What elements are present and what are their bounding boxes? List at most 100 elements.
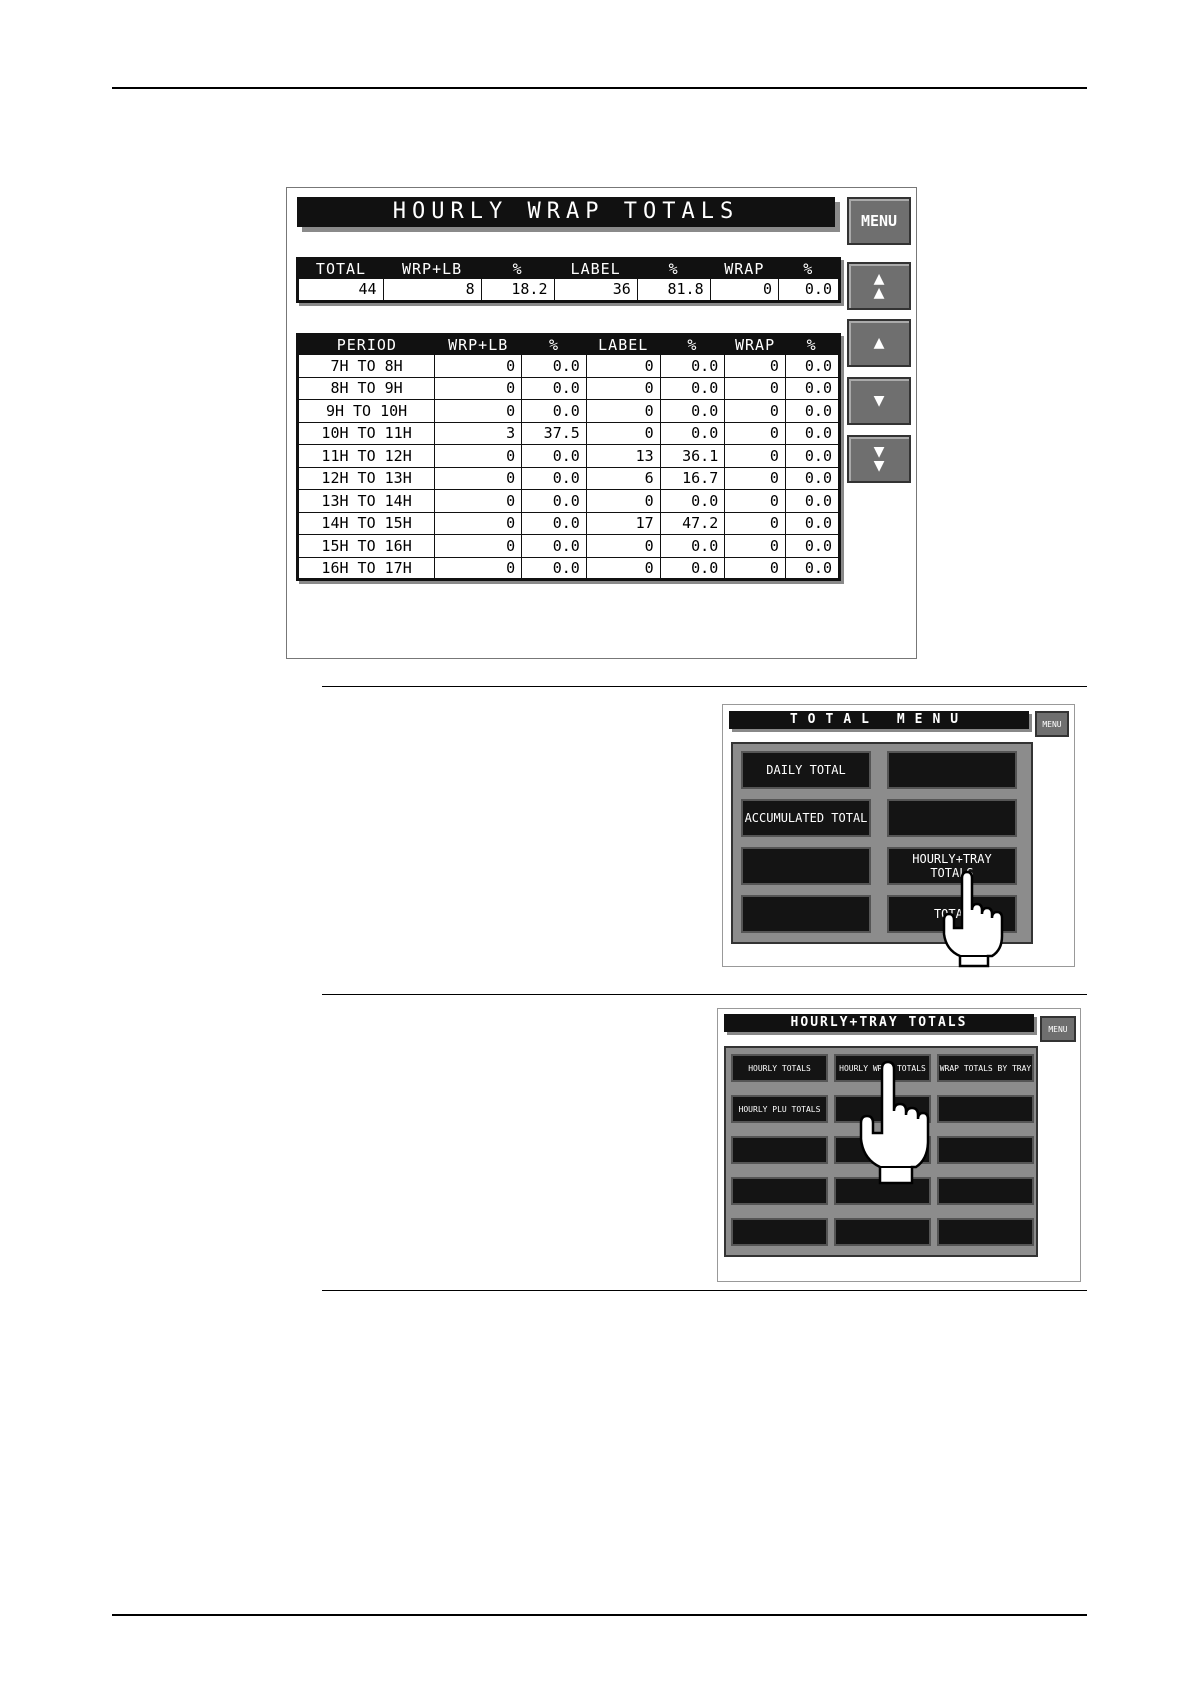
column-header: PERIOD — [297, 334, 435, 355]
column-header: WRP+LB — [434, 334, 522, 355]
menu-button-8[interactable] — [937, 1136, 1034, 1164]
table-cell: 0.0 — [521, 534, 587, 558]
table-cell: 0 — [585, 534, 661, 558]
table-cell: 0 — [724, 421, 786, 445]
table-cell: 0 — [585, 376, 661, 400]
table-cell: 0.0 — [659, 534, 726, 558]
table-cell: 16.7 — [659, 466, 726, 490]
table-cell: 6 — [585, 466, 661, 490]
table-cell: 0 — [434, 511, 523, 535]
table-cell: 0.0 — [521, 444, 587, 468]
menu-button-3[interactable] — [887, 799, 1017, 837]
menu-button[interactable]: MENU — [847, 197, 911, 245]
screen-title: HOURLY+TRAY TOTALS — [724, 1014, 1034, 1032]
menu-button[interactable]: MENU — [1040, 1016, 1076, 1042]
table-cell: 0.0 — [784, 511, 841, 535]
menu-button[interactable]: MENU — [1035, 711, 1069, 737]
line-up-button[interactable]: ▲ — [847, 319, 911, 367]
summary-cell: 0.0 — [778, 278, 840, 302]
period-label: 8H TO 9H — [296, 376, 436, 400]
table-cell: 0 — [585, 489, 661, 513]
summary-cell: 8 — [382, 278, 482, 302]
button-panel: DAILY TOTAL ACCUMULATED TOTAL HOURLY+TRAY … — [731, 742, 1033, 944]
menu-button-0[interactable]: DAILY TOTAL — [741, 751, 871, 789]
menu-button-14[interactable] — [937, 1218, 1034, 1246]
table-cell: 0.0 — [784, 354, 841, 378]
menu-button-6[interactable] — [731, 1136, 828, 1164]
summary-cell: 36 — [553, 278, 638, 302]
table-cell: 0.0 — [784, 534, 841, 558]
up-arrow-icon: ▲ — [873, 332, 885, 353]
period-label: 15H TO 16H — [296, 534, 436, 558]
period-label: 16H TO 17H — [296, 556, 436, 580]
table-cell: 0.0 — [784, 421, 841, 445]
menu-button-2[interactable]: ACCUMULATED TOTAL — [741, 799, 871, 837]
table-cell: 36.1 — [659, 444, 726, 468]
menu-button-12[interactable] — [731, 1218, 828, 1246]
table-cell: 0 — [585, 421, 661, 445]
section-divider — [322, 686, 1087, 687]
menu-button-6[interactable] — [741, 895, 871, 933]
page-up-button[interactable]: ▲▲ — [847, 262, 911, 310]
table-cell: 0.0 — [659, 421, 726, 445]
table-cell: 0 — [724, 466, 786, 490]
menu-button-5[interactable]: HOURLY+TRAY TOTALS — [887, 847, 1017, 885]
menu-button-2[interactable]: WRAP TOTALS BY TRAY — [937, 1054, 1034, 1082]
menu-button-13[interactable] — [834, 1218, 931, 1246]
column-header: % — [660, 334, 725, 355]
table-cell: 0.0 — [659, 556, 726, 580]
table-cell: 0 — [724, 556, 786, 580]
table-cell: 0 — [434, 534, 523, 558]
menu-button-1[interactable] — [887, 751, 1017, 789]
column-header: TOTAL — [297, 258, 383, 279]
table-cell: 0 — [724, 489, 786, 513]
column-header: % — [521, 334, 587, 355]
table-cell: 0 — [724, 444, 786, 468]
table-cell: 0 — [434, 466, 523, 490]
table-cell: 17 — [585, 511, 661, 535]
menu-button-5[interactable] — [937, 1095, 1034, 1123]
column-header: % — [785, 334, 840, 355]
table-cell: 0 — [434, 354, 523, 378]
table-cell: 0.0 — [659, 399, 726, 423]
period-label: 11H TO 12H — [296, 444, 436, 468]
screen-title: TOTAL MENU — [729, 711, 1029, 729]
menu-button-0[interactable]: HOURLY TOTALS — [731, 1054, 828, 1082]
menu-button-11[interactable] — [937, 1177, 1034, 1205]
table-cell: 0.0 — [784, 399, 841, 423]
double-up-arrow-icon: ▲▲ — [873, 268, 885, 303]
table-cell: 0.0 — [784, 489, 841, 513]
table-cell: 0 — [585, 556, 661, 580]
period-label: 14H TO 15H — [296, 511, 436, 535]
column-header: % — [481, 258, 554, 279]
menu-button-3[interactable]: HOURLY PLU TOTALS — [731, 1095, 828, 1123]
table-cell: 0.0 — [784, 556, 841, 580]
column-header: % — [778, 258, 840, 279]
line-down-button[interactable]: ▼ — [847, 377, 911, 425]
table-cell: 0 — [434, 489, 523, 513]
period-label: 9H TO 10H — [296, 399, 436, 423]
table-cell: 0.0 — [521, 466, 587, 490]
period-label: 12H TO 13H — [296, 466, 436, 490]
total-menu-screen: TOTAL MENU MENU DAILY TOTAL ACCUMULATED T… — [722, 704, 1075, 968]
menu-button-4[interactable] — [741, 847, 871, 885]
table-cell: 0.0 — [659, 354, 726, 378]
down-arrow-icon: ▼ — [873, 390, 885, 411]
table-cell: 0 — [434, 376, 523, 400]
section-divider — [322, 994, 1087, 995]
table-cell: 0 — [724, 534, 786, 558]
page-down-button[interactable]: ▼▼ — [847, 435, 911, 483]
table-cell: 0 — [724, 376, 786, 400]
column-header: LABEL — [586, 334, 661, 355]
section-divider — [322, 1290, 1087, 1291]
period-label: 13H TO 14H — [296, 489, 436, 513]
menu-button-9[interactable] — [731, 1177, 828, 1205]
table-cell: 0.0 — [784, 444, 841, 468]
